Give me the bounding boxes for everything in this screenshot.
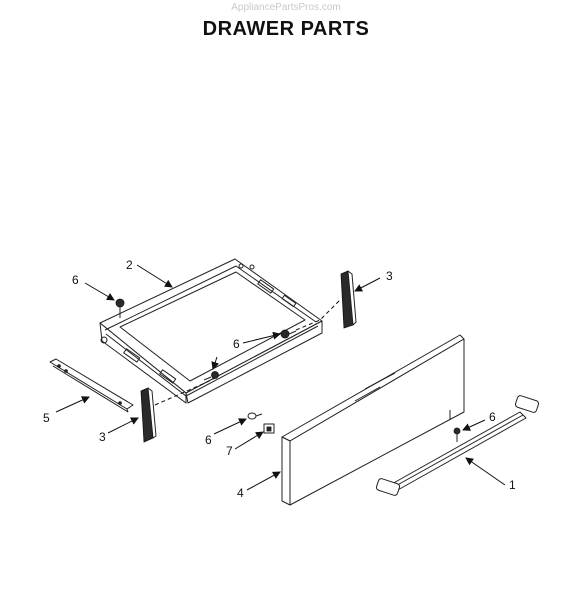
watermark: AppliancePartsPros.com — [231, 2, 341, 13]
callout-5: 5 — [43, 411, 50, 425]
screw-top-left — [115, 298, 125, 318]
callout-6-middle: 6 — [233, 337, 240, 351]
left-bracket — [140, 387, 157, 443]
alignment-lines — [154, 299, 341, 406]
callout-6-right: 6 — [489, 410, 496, 424]
callout-6-bracket: 6 — [205, 433, 212, 447]
right-bracket — [340, 270, 357, 329]
leader-lines — [55, 264, 506, 491]
callout-3-right: 3 — [386, 269, 393, 283]
callout-6-top-left: 6 — [72, 273, 79, 287]
callout-1: 1 — [509, 478, 516, 492]
clip — [263, 423, 275, 434]
callout-7: 7 — [226, 444, 233, 458]
callout-3-left: 3 — [99, 430, 106, 444]
screw-bracket — [247, 412, 263, 420]
screw-right — [453, 427, 461, 442]
callout-4: 4 — [237, 486, 244, 500]
handle — [375, 395, 540, 496]
drawer-front-panel — [281, 334, 465, 506]
page-title: DRAWER PARTS — [202, 18, 370, 40]
callout-2: 2 — [126, 258, 133, 272]
slide-rail — [49, 358, 134, 413]
drawer-tray — [99, 258, 323, 404]
screw-middle — [280, 329, 297, 339]
